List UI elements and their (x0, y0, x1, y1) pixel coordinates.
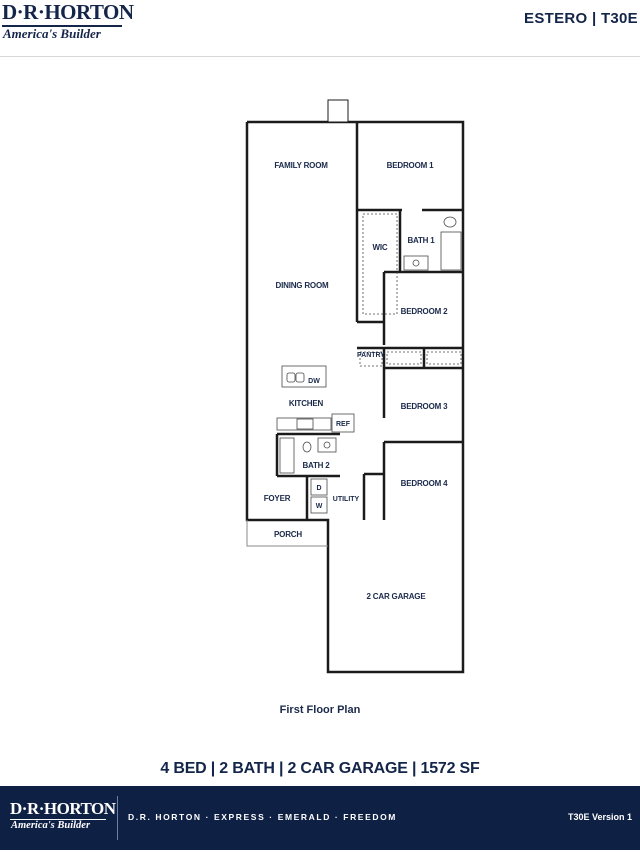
footer-brand-name: D·R·HORTON (10, 799, 116, 818)
fixture-label-dishwasher: DW (308, 378, 320, 385)
footer-brand-logo: D·R·HORTON America's Builder (10, 800, 120, 840)
plan-code: ESTERO | T30E (524, 10, 638, 27)
footer-brand-underline (10, 819, 106, 820)
footer-brand-list: D.R. HORTON · EXPRESS · EMERALD · FREEDO… (128, 812, 397, 822)
brand-tagline: America's Builder (3, 26, 101, 41)
fixture-label-dryer: D (316, 485, 321, 492)
room-labels: FAMILY ROOM BEDROOM 1 WIC BATH 1 DINING … (264, 161, 449, 601)
floor-plan-caption: First Floor Plan (279, 704, 361, 716)
footer-bar: D·R·HORTON America's Builder D.R. HORTON… (0, 786, 640, 850)
footer-brand-tagline: America's Builder (11, 820, 91, 831)
brand-name: D·R·HORTON (2, 0, 134, 24)
footer-version: T30E Version 1 (567, 812, 632, 822)
fixture-label-refrigerator: REF (336, 421, 351, 428)
room-label-porch: PORCH (274, 530, 302, 539)
room-label-bedroom-4: BEDROOM 4 (401, 479, 448, 488)
room-label-foyer: FOYER (264, 494, 291, 503)
fixture-label-washer: W (316, 503, 323, 510)
porch-outline (246, 520, 328, 547)
room-label-dining-room: DINING ROOM (276, 281, 329, 290)
room-label-bath-1: BATH 1 (407, 236, 435, 245)
brand-underline (2, 25, 122, 27)
room-label-garage: 2 CAR GARAGE (367, 592, 427, 601)
footer-divider (117, 796, 118, 840)
room-label-bath-2: BATH 2 (302, 461, 330, 470)
room-label-wic: WIC (373, 243, 388, 252)
room-label-bedroom-3: BEDROOM 3 (401, 402, 448, 411)
room-label-utility: UTILITY (333, 496, 360, 503)
room-label-bedroom-2: BEDROOM 2 (401, 307, 448, 316)
fixtures (276, 213, 462, 514)
room-label-pantry: PANTRY (357, 352, 385, 359)
home-specs: 4 BED | 2 BATH | 2 CAR GARAGE | 1572 SF (160, 760, 480, 777)
header-divider (0, 56, 640, 57)
room-label-bedroom-1: BEDROOM 1 (387, 161, 434, 170)
room-label-kitchen: KITCHEN (289, 399, 324, 408)
interior-walls (275, 122, 463, 520)
brand-logo: D·R·HORTON America's Builder (0, 0, 134, 48)
exterior-walls (245, 99, 465, 674)
room-label-family-room: FAMILY ROOM (274, 161, 328, 170)
